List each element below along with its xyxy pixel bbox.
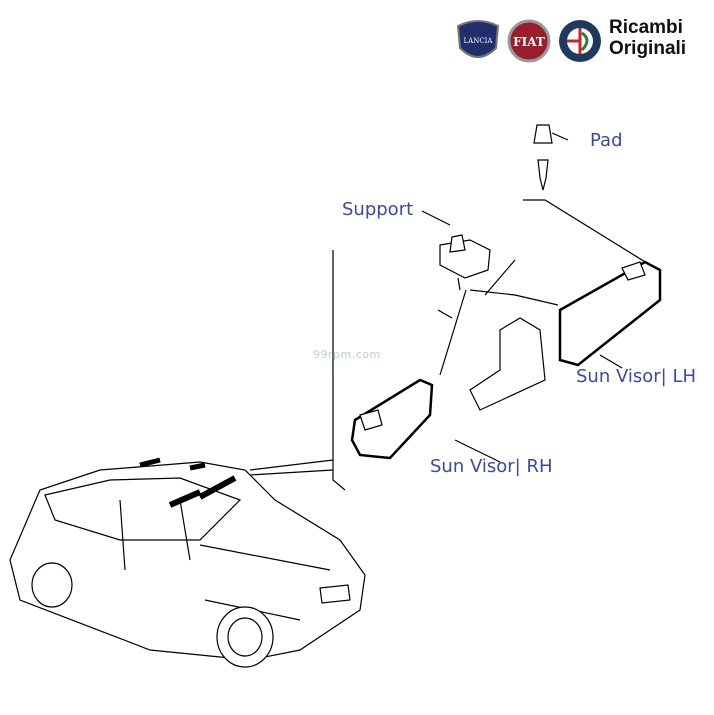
label-sun-visor-rh: Sun Visor| RH bbox=[430, 456, 553, 477]
label-support: Support bbox=[342, 199, 414, 220]
lancia-logo: LANCIA bbox=[456, 20, 500, 58]
alfa-romeo-logo bbox=[559, 20, 601, 62]
label-pad: Pad bbox=[590, 130, 623, 151]
label-sun-visor-lh: Sun Visor| LH bbox=[576, 366, 697, 387]
line-art bbox=[9, 124, 662, 668]
svg-text:LANCIA: LANCIA bbox=[463, 37, 493, 45]
fiat-logo: FIAT bbox=[507, 19, 551, 63]
watermark: 99rpm.com bbox=[313, 348, 381, 361]
brand-text: Ricambi Originali bbox=[609, 17, 686, 59]
svg-text:FIAT: FIAT bbox=[513, 35, 545, 49]
brand-line-1: Ricambi bbox=[609, 17, 683, 38]
brand-line-2: Originali bbox=[609, 38, 687, 59]
